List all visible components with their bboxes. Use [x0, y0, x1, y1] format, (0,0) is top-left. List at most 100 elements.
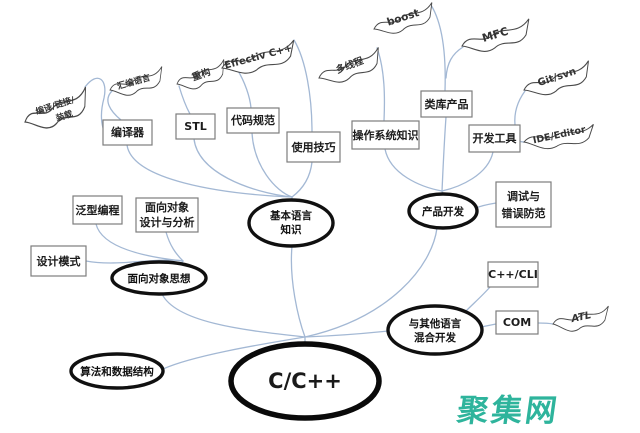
box-dev-tools: 开发工具 [468, 124, 521, 153]
watermark-text: 聚集网 [454, 393, 562, 429]
connector-line [291, 161, 313, 198]
box-label: 设计模式 [37, 254, 81, 268]
box-label: 类库产品 [425, 97, 469, 111]
flag-label: ATL [569, 310, 592, 325]
connector-line [384, 148, 443, 192]
connector-line [193, 138, 293, 198]
flag-refactoring: 重构 [173, 58, 229, 93]
flag-multithreading: 多线程 [314, 46, 385, 88]
connector-line [95, 223, 184, 262]
ellipse-product-dev: 产品开发 [407, 192, 479, 230]
center-label: C/C++ [268, 369, 342, 393]
box-label: C++/CLI [488, 268, 538, 281]
connector-line [514, 90, 526, 126]
box-cpp-cli: C++/CLI [487, 261, 539, 288]
connector-line [236, 68, 252, 109]
ellipse-label: 产品开发 [422, 205, 464, 218]
connector-line [293, 39, 313, 133]
connector-line [85, 259, 184, 264]
box-class-library: 类库产品 [420, 90, 473, 118]
box-rect [72, 195, 123, 225]
ellipse-nodes: 基本语言 知识 产品开发 面向对象思想 算法和数据结构 与其他语言 混合开发 C… [69, 192, 484, 421]
connector-line [537, 322, 554, 325]
box-rect [135, 197, 199, 233]
center-node: C/C++ [228, 341, 382, 421]
box-label: 开发工具 [473, 131, 517, 145]
ellipse-shape [407, 192, 479, 230]
box-label: 错误防范 [502, 206, 546, 220]
flag-assembly: 汇编语言 [107, 66, 166, 99]
box-debugging: 调试与 错误防范 [495, 181, 552, 228]
box-rect [286, 131, 341, 163]
connector-line [165, 231, 184, 262]
ellipse-label: 混合开发 [414, 331, 456, 344]
flag-git-svn: Git/svn [520, 60, 594, 100]
box-design-patterns: 设计模式 [30, 245, 87, 277]
box-rect [487, 261, 539, 288]
connector-line [465, 286, 491, 312]
box-com: COM [495, 310, 539, 335]
watermark: 聚集网 [454, 393, 562, 429]
box-label: 使用技巧 [291, 140, 336, 154]
box-label: COM [503, 316, 531, 329]
box-os-knowledge: 操作系统知识 [351, 120, 420, 150]
connector-line [441, 151, 494, 192]
flag-ide-editor: IDE/Editor [522, 123, 595, 150]
box-label: 操作系统知识 [353, 128, 419, 142]
connector-line [430, 4, 446, 92]
ellipse-oop-thinking: 面向对象思想 [110, 260, 208, 296]
box-rect [468, 124, 521, 153]
connector-line [126, 144, 293, 198]
connector-line [107, 90, 122, 121]
box-rect [226, 107, 280, 134]
connector-line [162, 336, 306, 370]
box-usage-tips: 使用技巧 [286, 131, 341, 163]
box-label: 调试与 [507, 189, 540, 203]
box-ooad: 面向对象 设计与分析 [135, 197, 199, 233]
connector-line [445, 46, 464, 79]
connector-line [161, 293, 306, 338]
box-rect [351, 120, 420, 150]
box-label: 编译器 [111, 125, 145, 139]
box-rect [420, 90, 473, 118]
ellipse-label: 面向对象思想 [128, 272, 191, 285]
ellipse-mixed-dev: 与其他语言 混合开发 [386, 304, 484, 356]
ellipse-label: 知识 [281, 223, 302, 236]
box-rect [175, 113, 216, 140]
box-label: 设计与分析 [140, 215, 195, 229]
connector-line [178, 85, 191, 115]
ellipse-algorithms: 算法和数据结构 [69, 352, 165, 390]
flag-compile-link-load: 编译/链接/ 装载 [19, 86, 93, 134]
ellipse-basic-knowledge: 基本语言 知识 [247, 198, 335, 248]
box-label: 面向对象 [145, 200, 189, 214]
connector-line [251, 132, 293, 198]
ellipse-shape [386, 304, 484, 356]
connector-line [304, 227, 438, 338]
box-label: 泛型编程 [76, 203, 120, 217]
flag-atl: ATL [551, 305, 610, 333]
connector-line [475, 202, 497, 209]
box-compiler: 编译器 [102, 119, 153, 146]
flag-label: 装载 [54, 108, 75, 124]
boxes: 编译器 STL 代码规范 使用技巧 操作系统知识 类库产品 开发工具 调试与 [30, 90, 552, 335]
flag-boost: boost [370, 2, 437, 38]
box-label: 代码规范 [230, 113, 275, 127]
box-generic-programming: 泛型编程 [72, 195, 123, 225]
connector-line [84, 77, 106, 132]
ellipse-label: 与其他语言 [409, 317, 462, 330]
flag-mfc: MFC [459, 18, 534, 56]
box-rect [495, 181, 552, 228]
ellipse-shape [110, 260, 208, 296]
connector-line [290, 245, 306, 338]
ellipse-shape [247, 198, 335, 248]
flag-effective-cpp: Effectiv C++ [219, 39, 298, 78]
box-label: STL [184, 120, 206, 133]
box-rect [30, 245, 87, 277]
ellipse-shape [69, 352, 165, 390]
box-rect [102, 119, 153, 146]
ellipse-label: 算法和数据结构 [80, 365, 154, 378]
connector-line [376, 47, 386, 122]
center-ellipse-shape [228, 341, 382, 421]
